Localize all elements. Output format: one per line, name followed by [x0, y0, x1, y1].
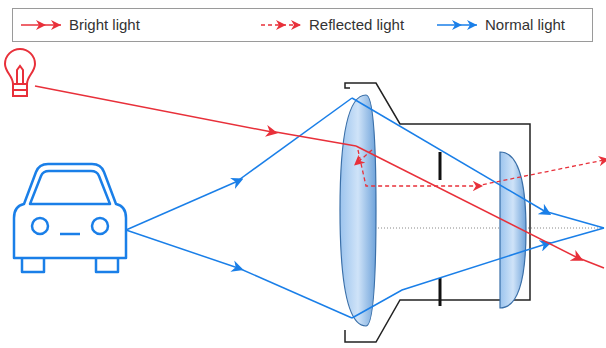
- legend-entry: Bright light: [21, 9, 140, 40]
- car-icon: [14, 164, 126, 272]
- legend-entry: Reflected light: [261, 9, 404, 40]
- bright-light-ray: [35, 86, 604, 268]
- front-lens: [340, 95, 376, 326]
- legend-line-sample: [21, 18, 65, 32]
- light-bulb-icon: [5, 49, 35, 96]
- legend-label: Normal light: [485, 16, 565, 33]
- legend-label: Bright light: [69, 16, 140, 33]
- legend-entry: Normal light: [437, 9, 565, 40]
- optical-axis: [375, 228, 604, 229]
- legend-line-sample: [437, 18, 481, 32]
- normal-light-rays: [126, 98, 604, 318]
- aperture-stop: [439, 152, 442, 306]
- reflected-light-ray: [358, 150, 604, 186]
- legend-box: Bright light Reflected light Normal light: [12, 8, 593, 42]
- legend-label: Reflected light: [309, 16, 404, 33]
- legend-line-sample: [261, 18, 305, 32]
